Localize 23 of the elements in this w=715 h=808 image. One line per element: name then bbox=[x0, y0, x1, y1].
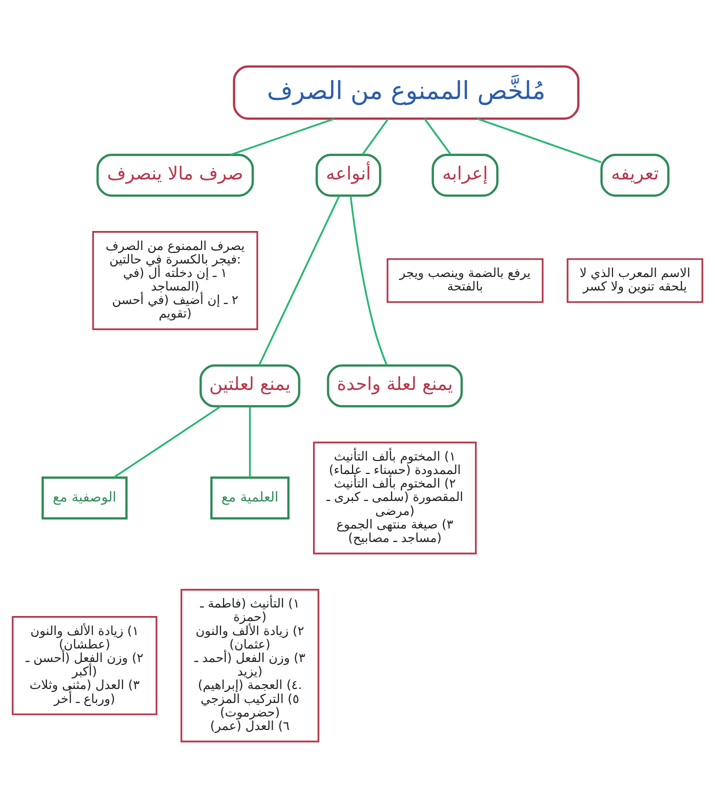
node-box: الوصفية مع bbox=[42, 476, 128, 520]
node-box: صرف مالا ينصرف bbox=[96, 154, 254, 197]
node-box: أنواعه bbox=[316, 154, 382, 197]
connector bbox=[249, 406, 251, 478]
connector bbox=[350, 196, 388, 366]
node-box: يرفع بالضمة وينصب ويجر بالفتحة bbox=[386, 258, 544, 303]
node-box: ١) التأنيث (فاطمة ـ حمزة) ٢) زيادة الألف والنون (عثمان) ٣) وزن الفعل (أحمد ـ يزيد) ٤) العجمة (إبراهيم). ٥) التركيب المزجي (حضرموت) ٦) العدل (عمر) bbox=[180, 588, 320, 742]
connector bbox=[114, 406, 222, 478]
node-box: ١) زيادة الألف والنون (عطشان) ٢) وزن الفعل (أحسن ـ أكبر) ٣) العدل (مثنى وثلاث ورباع ـ أُخر) bbox=[12, 616, 158, 716]
node-box: يصرف الممنوع من الصرف فيجر بالكسرة في حالتين: ١ ـ إن دخلته أل (في المساجد) ٢ ـ إن أضيف (في أحسن تقويم) bbox=[92, 231, 258, 330]
connector bbox=[424, 118, 452, 156]
node-box: إعرابه bbox=[432, 154, 498, 197]
node-box: الاسم المعرب الذي لا يلحقه تنوين ولا كسر bbox=[566, 258, 704, 303]
node-box: العلمية مع bbox=[210, 476, 290, 520]
connector bbox=[477, 118, 602, 164]
node-box: مُلخَّص الممنوع من الصرف bbox=[232, 65, 580, 120]
connector bbox=[230, 118, 335, 156]
connector bbox=[258, 196, 340, 366]
node-box: يمنع لعلتين bbox=[200, 364, 300, 408]
node-box: ١) المختوم بألف التأنيث الممدودة (حسناء ـ علماء) ٢) المختوم بألف التأنيث المقصورة (سلمى ـ كبرى ـ مرضى) ٣) صيغة منتهى الجموع (مساجد ـ مصابيح) bbox=[313, 442, 477, 554]
node-box: تعريفه bbox=[600, 154, 670, 197]
node-box: يمنع لعلة واحدة bbox=[326, 364, 463, 408]
connector bbox=[362, 118, 389, 156]
